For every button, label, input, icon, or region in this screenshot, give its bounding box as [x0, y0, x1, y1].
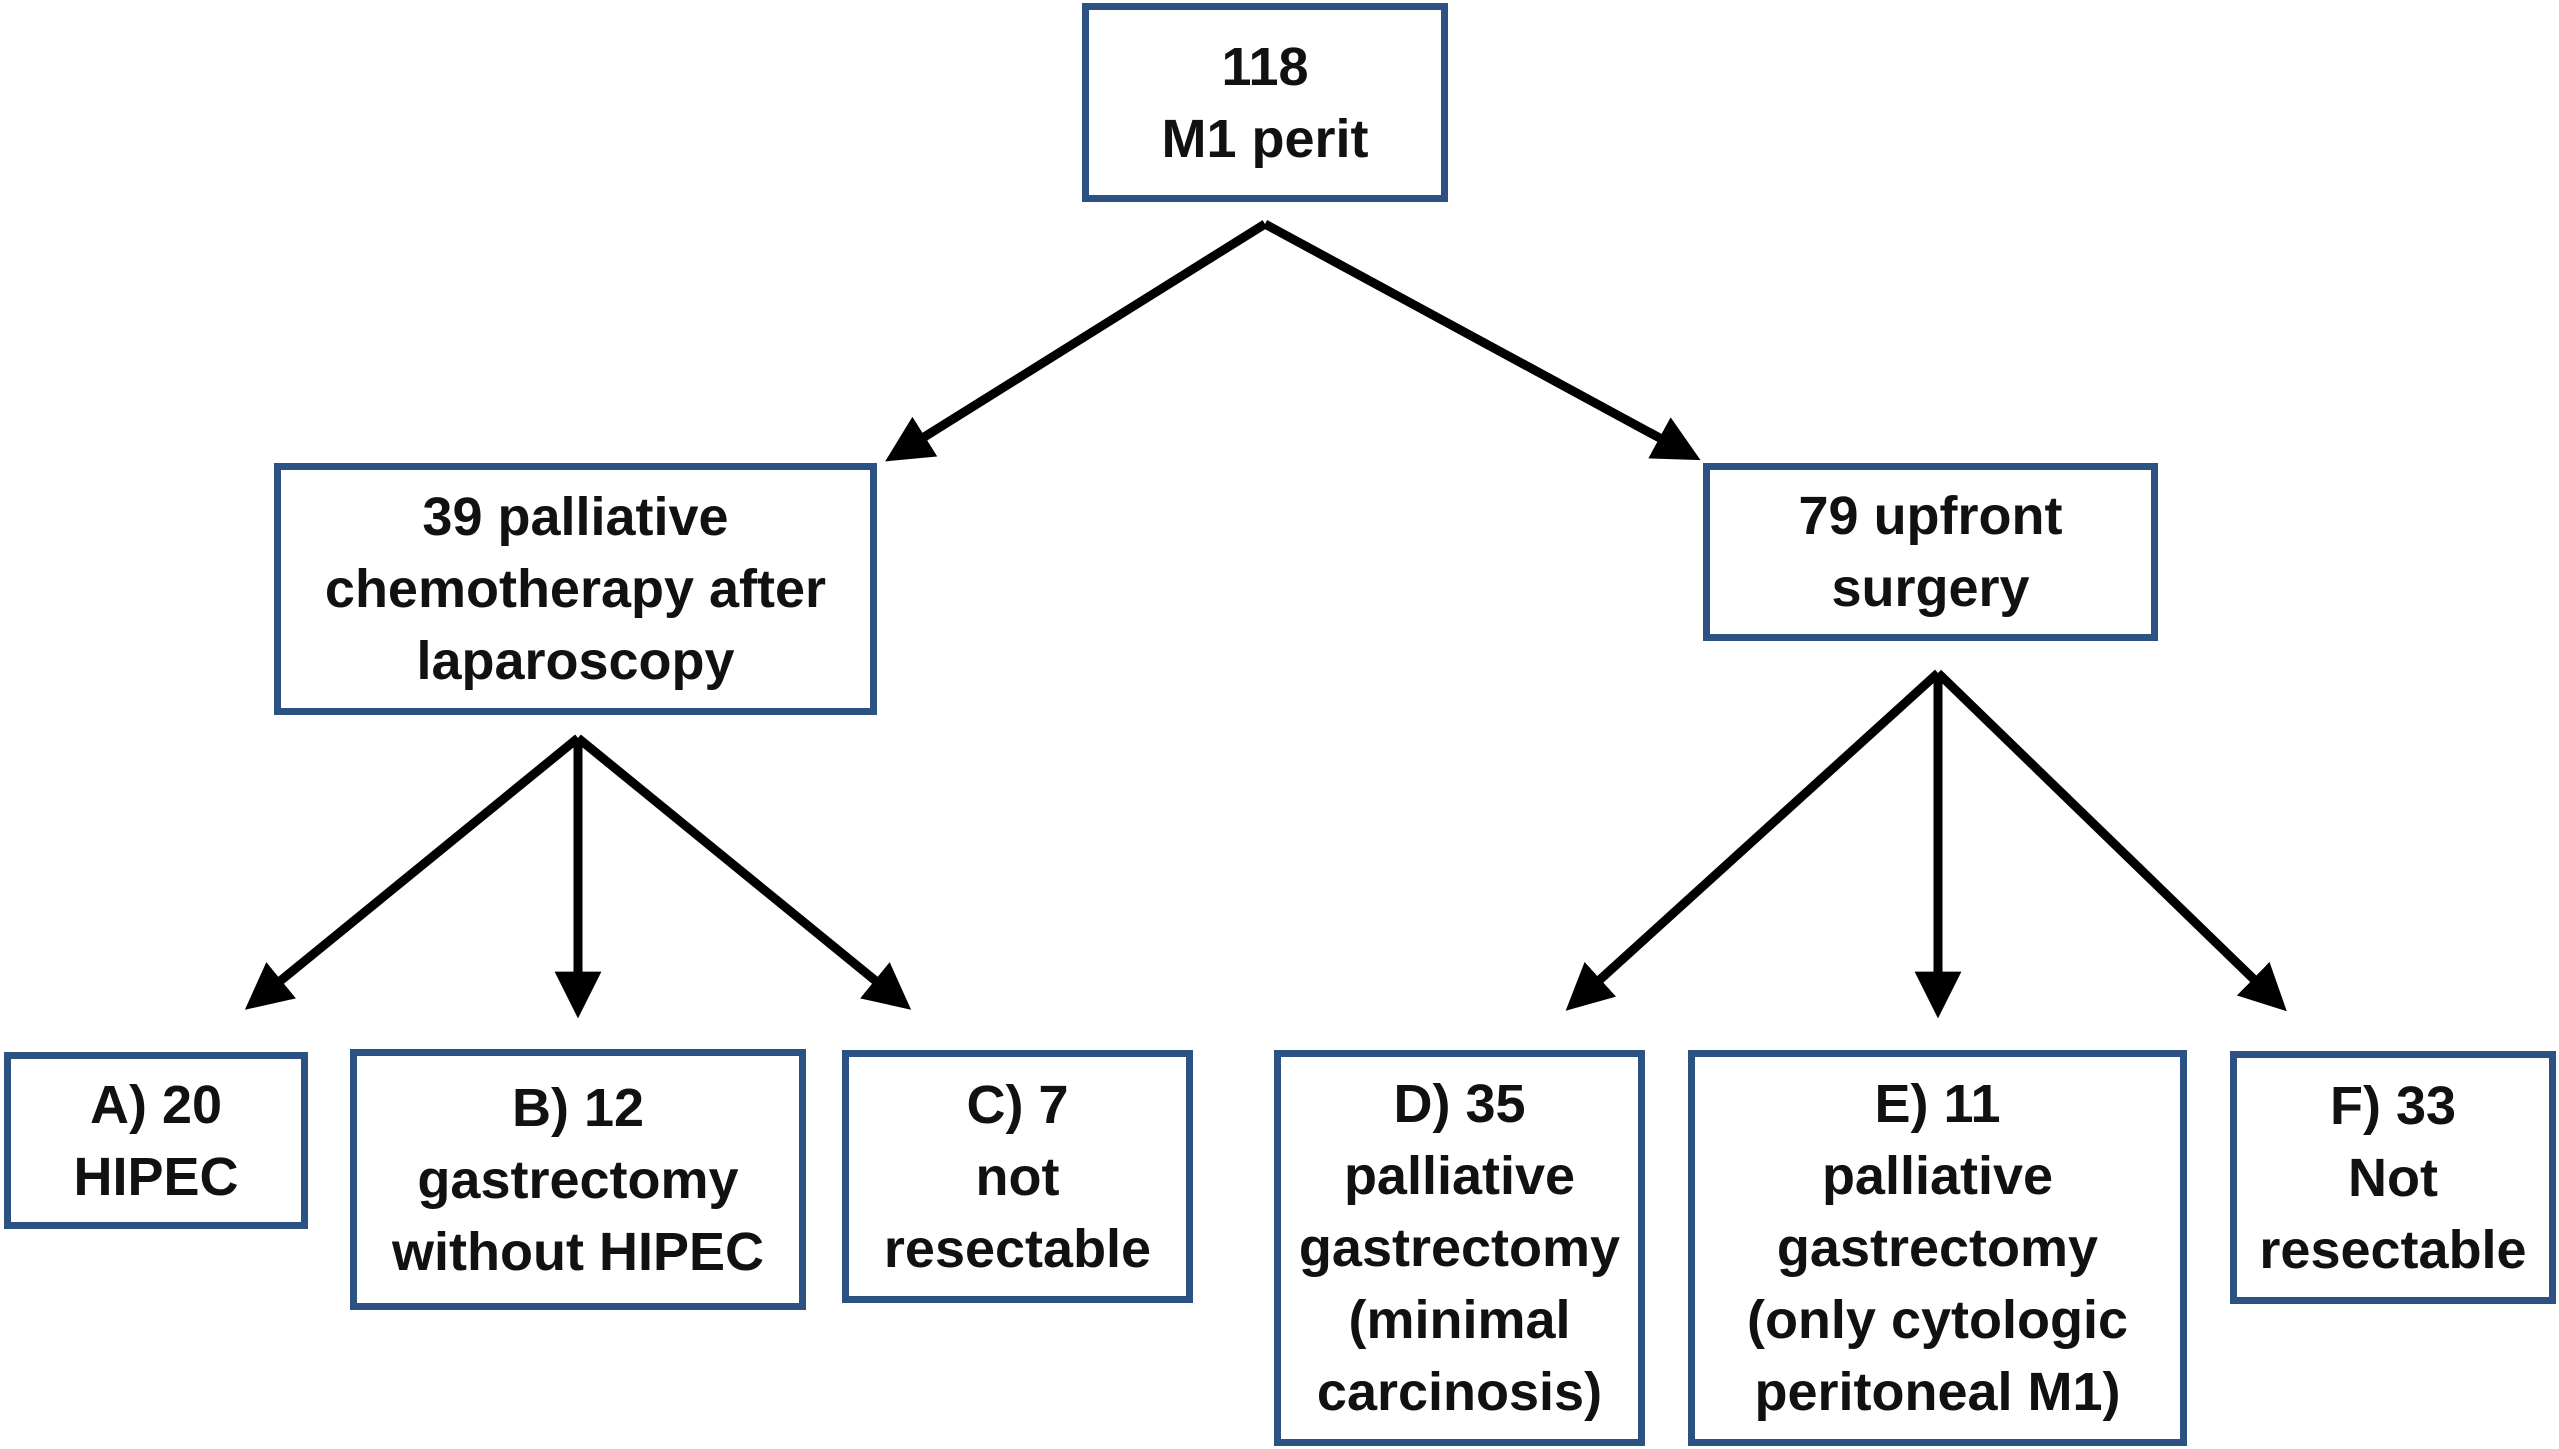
- outcome-d-label-line: palliative: [1343, 1146, 1576, 1206]
- arrow-root-to-surgery: [1262, 220, 1701, 461]
- chemotherapy-label-line: chemotherapy after: [324, 559, 827, 619]
- outcome-f-label-line: resectable: [2259, 1219, 2527, 1280]
- arrow-root-to-chemo: [885, 220, 1268, 462]
- outcome-d-label-line: carcinosis): [1316, 1362, 1603, 1422]
- outcome-e-box: E) 11 palliative gastrectomy (only cytologi…: [1688, 1050, 2187, 1446]
- root-label-line: M1 perit: [1161, 108, 1369, 169]
- outcome-b-label-line: gastrectomy: [417, 1149, 739, 1210]
- outcome-a-box: A) 20 HIPEC: [4, 1052, 308, 1229]
- outcome-b-label-line: B) 12: [511, 1077, 645, 1138]
- outcome-b-box: B) 12 gastrectomy without HIPEC: [350, 1049, 806, 1310]
- outcome-e-label-line: palliative: [1821, 1146, 2054, 1206]
- upfront-surgery-label-line: surgery: [1831, 558, 2030, 618]
- outcome-b-label-line: without HIPEC: [392, 1221, 764, 1282]
- arrow-surgery-to-f: [1934, 669, 2287, 1012]
- outcome-d-label-line: gastrectomy: [1298, 1218, 1621, 1278]
- root-box: 118 M1 perit: [1082, 3, 1448, 202]
- outcome-a-label-line: A) 20: [89, 1074, 223, 1135]
- outcome-f-label-line: Not: [2348, 1147, 2438, 1208]
- outcome-d-box: D) 35 palliative gastrectomy (minimal carcin…: [1274, 1050, 1645, 1446]
- arrow-chemo-to-c: [575, 734, 912, 1010]
- outcome-f-label-line: F) 33: [2329, 1075, 2457, 1136]
- arrow-chemo-to-a: [244, 734, 581, 1010]
- outcome-e-label-line: E) 11: [1874, 1074, 2001, 1134]
- upfront-surgery-box: 79 upfront surgery: [1703, 463, 2158, 641]
- outcome-f-box: F) 33 Not resectable: [2230, 1051, 2556, 1304]
- outcome-c-box: C) 7 not resectable: [842, 1050, 1193, 1303]
- chemotherapy-label-line: laparoscopy: [416, 631, 735, 691]
- outcome-a-label-line: HIPEC: [73, 1146, 239, 1207]
- outcome-c-label-line: resectable: [883, 1218, 1152, 1279]
- chemotherapy-label-line: 39 palliative: [422, 487, 729, 547]
- outcome-e-label-line: peritoneal M1): [1754, 1362, 2121, 1422]
- arrow-surgery-to-d: [1565, 669, 1942, 1011]
- upfront-surgery-label-line: 79 upfront: [1798, 486, 2063, 546]
- outcome-e-label-line: (only cytologic: [1746, 1290, 2129, 1350]
- outcome-c-label-line: not: [975, 1146, 1060, 1207]
- chemotherapy-box: 39 palliative chemotherapy after laparosco…: [274, 463, 877, 715]
- outcome-c-label-line: C) 7: [966, 1074, 1069, 1135]
- outcome-e-label-line: gastrectomy: [1776, 1218, 2099, 1278]
- root-label-line: 118: [1221, 36, 1309, 97]
- outcome-d-label-line: D) 35: [1393, 1074, 1526, 1134]
- outcome-d-label-line: (minimal: [1348, 1290, 1571, 1350]
